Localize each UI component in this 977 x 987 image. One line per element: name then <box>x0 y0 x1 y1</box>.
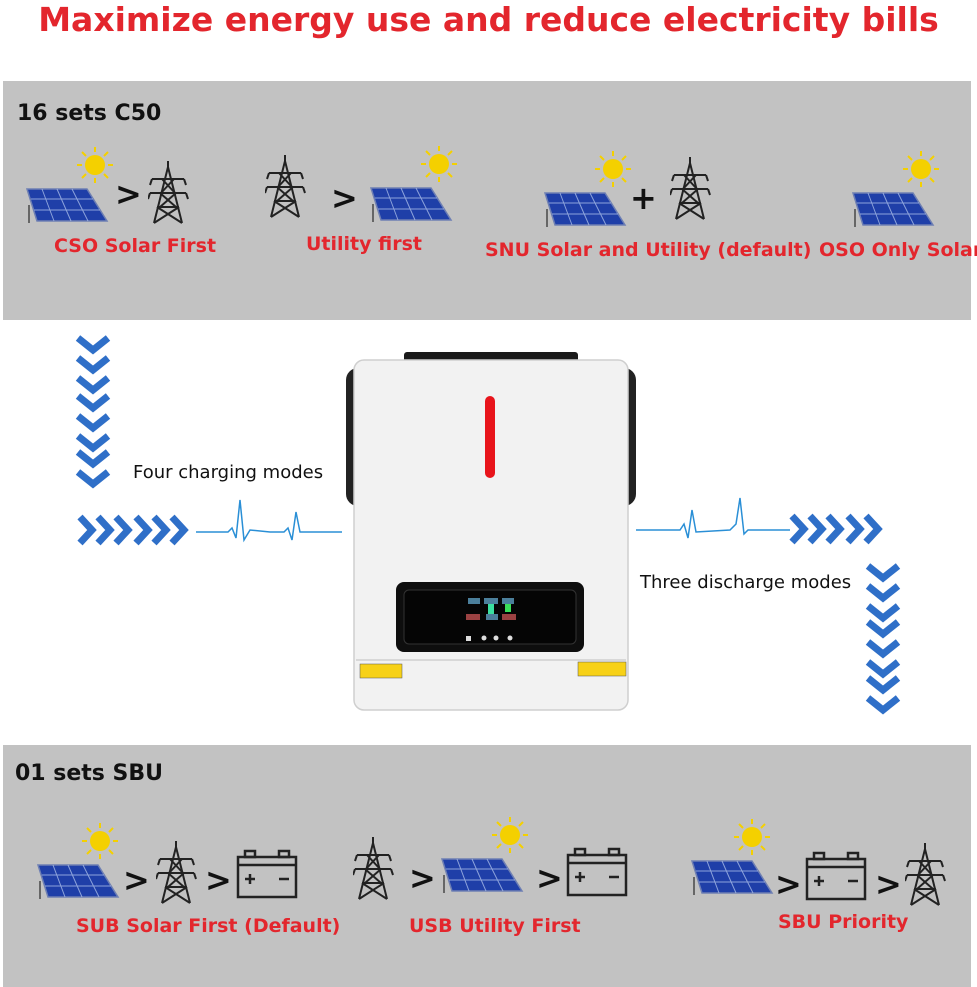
plus-operator: + <box>630 179 657 217</box>
inverter-device <box>346 352 636 711</box>
transmission-tower-icon <box>353 837 394 900</box>
greater-than-operator: > <box>409 859 436 897</box>
transmission-tower-icon <box>156 841 197 904</box>
discharge-section-heading: 01 sets SBU <box>15 761 164 786</box>
discharge-flow-caption: Three discharge modes <box>640 572 852 593</box>
mode-label-oso: OSO Only Solar <box>819 239 977 261</box>
charging-section-heading: 16 sets C50 <box>17 101 162 126</box>
page-title: Maximize energy use and reduce electrici… <box>38 0 939 39</box>
mode-label-sbu: SBU Priority <box>778 911 909 933</box>
discharge-flow-chevrons-down <box>868 566 898 710</box>
greater-than-operator: > <box>875 865 902 903</box>
discharge-flow-chevrons-right <box>792 516 878 542</box>
charging-modes-panel: 16 sets C50 > CSO Solar First > Utility … <box>3 81 977 320</box>
solar-panel-icon <box>37 823 119 900</box>
greater-than-operator: > <box>205 861 232 899</box>
battery-icon <box>805 851 867 901</box>
greater-than-operator: > <box>536 859 563 897</box>
greater-than-operator: > <box>775 865 802 903</box>
greater-than-operator: > <box>123 861 150 899</box>
mode-label-sub: SUB Solar First (Default) <box>76 915 341 937</box>
battery-icon <box>236 849 298 899</box>
greater-than-operator: > <box>331 179 358 217</box>
energy-flow-diagram <box>0 0 977 745</box>
solar-panel-icon <box>441 817 529 894</box>
charging-waveform <box>196 499 342 543</box>
charging-flow-chevrons-down <box>78 338 108 484</box>
charging-flow-caption: Four charging modes <box>133 462 324 483</box>
transmission-tower-icon <box>905 843 946 906</box>
battery-icon <box>566 847 628 897</box>
solar-panel-icon <box>691 819 773 896</box>
mode-label-cso: CSO Solar First <box>54 235 217 257</box>
discharge-modes-panel: 01 sets SBU > > SUB Solar First (Default… <box>3 745 971 987</box>
greater-than-operator: > <box>115 175 142 213</box>
mode-label-snu: SNU Solar and Utility (default) <box>485 239 812 261</box>
discharge-waveform <box>636 497 790 539</box>
charging-flow-chevrons-right <box>80 517 184 543</box>
mode-label-utility-first: Utility first <box>306 233 422 255</box>
mode-label-usb: USB Utility First <box>409 915 581 937</box>
